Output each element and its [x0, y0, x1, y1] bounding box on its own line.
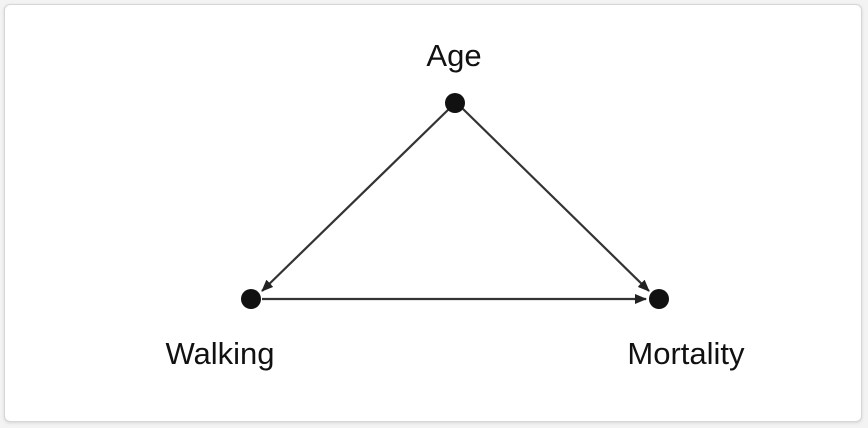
- node-label-age: Age: [426, 38, 481, 73]
- edge-age-to-mortality: [461, 107, 650, 292]
- node-mortality: [649, 289, 669, 309]
- edge-age-to-walking: [261, 107, 451, 292]
- diagram-frame: [4, 4, 862, 422]
- node-label-walking: Walking: [165, 336, 274, 371]
- node-age: [445, 93, 465, 113]
- node-walking: [241, 289, 261, 309]
- node-label-mortality: Mortality: [627, 336, 745, 371]
